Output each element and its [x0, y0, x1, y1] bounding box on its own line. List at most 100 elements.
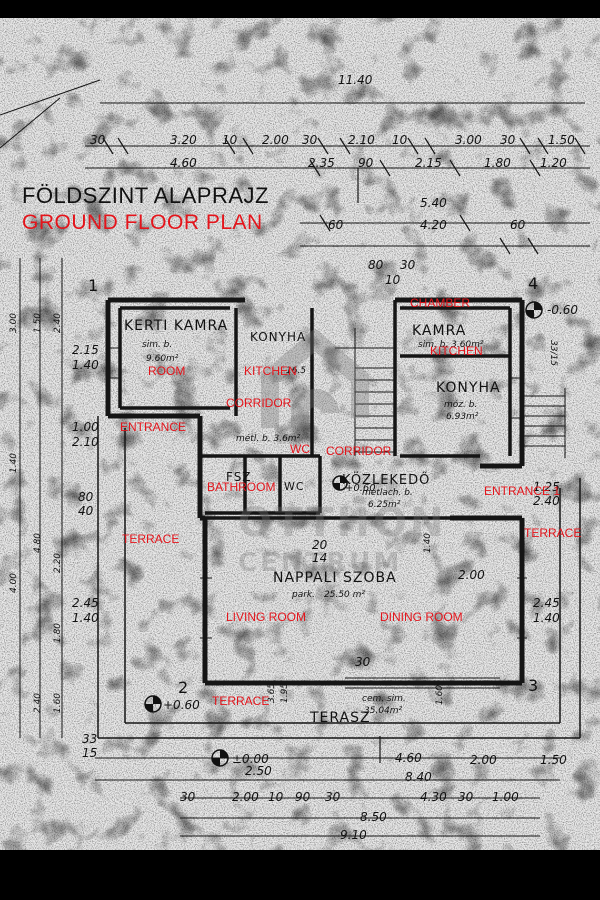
- dim-bottom-5: 30: [180, 790, 196, 804]
- label-terrace-bottom: TERRACE: [212, 694, 270, 708]
- dim-bottom-small-5: 1.60: [435, 684, 446, 706]
- dim-top-8: 3.00: [455, 133, 482, 147]
- dim-bottom-1: 4.60: [395, 751, 422, 765]
- dim-top-9: 30: [500, 133, 516, 147]
- dim-bottom-4: 8.40: [405, 770, 432, 784]
- dim-bottom-small-3: 1.95: [280, 682, 291, 704]
- label-kitchen-left: KITCHEN: [244, 364, 297, 378]
- hu-kozlekedo: KÖZLEKEDŐ: [342, 473, 431, 488]
- dim-left-v5: 4.80: [33, 532, 44, 554]
- diag-line: [0, 97, 61, 149]
- hu-terasz-area: 35.04m²: [364, 706, 403, 716]
- title-hungarian: FÖLDSZINT ALAPRAJZ: [22, 183, 269, 208]
- dim-left-2: 1.40: [72, 358, 99, 372]
- dim-top-r2-4: 2.15: [415, 156, 442, 170]
- dim-left-8: 1.40: [72, 611, 99, 625]
- watermark-house-icon: [261, 328, 369, 428]
- dim-left-v2: 1.50: [33, 312, 44, 334]
- hu-konyha-area: 16.5: [286, 366, 307, 376]
- dim-living-200: 2.00: [458, 568, 485, 582]
- plan-drawing: [0, 18, 600, 850]
- dim-top-r2-5: 1.80: [484, 156, 511, 170]
- dim-bottom-13: 8.50: [360, 810, 387, 824]
- dim-top-r2-3: 90: [358, 156, 374, 170]
- dim-living-14: 14: [312, 551, 328, 565]
- hu-nappali-area: 25.50 m²: [324, 590, 366, 600]
- dim-bottom-3: 1.50: [540, 753, 567, 767]
- dim-top-7: 10: [392, 133, 408, 147]
- terrace-outline: [97, 416, 581, 739]
- dim-top-10: 1.50: [548, 133, 575, 147]
- grid-mark-2: 2: [178, 678, 190, 697]
- plan-sheet: FÖLDSZINT ALAPRAJZ GROUND FLOOR PLAN OTT…: [0, 18, 600, 850]
- windows: [108, 347, 527, 689]
- label-room: ROOM: [148, 364, 186, 378]
- dim-right-4: 1.40: [533, 611, 560, 625]
- dim-bottom-2: 2.00: [470, 753, 497, 767]
- dim-left-v9: 2.40: [33, 692, 44, 714]
- dim-left-v4: 1.40: [9, 452, 20, 474]
- dim-bottom-8: 90: [295, 790, 311, 804]
- level-right-top: -0.60: [547, 303, 579, 317]
- hu-nappali-sub: park.: [292, 590, 316, 600]
- title-english: GROUND FLOOR PLAN: [22, 211, 263, 234]
- hu-kerti-area: 9.60m²: [146, 354, 179, 364]
- dim-top-r4-3: 10: [385, 273, 401, 287]
- dim-left-6: 40: [78, 504, 94, 518]
- watermark-line2: CENTRUM: [238, 548, 403, 578]
- watermark-line1: OTTHON: [238, 500, 447, 546]
- label-dining-room: DINING ROOM: [380, 610, 463, 624]
- dim-bottom-7: 10: [268, 790, 284, 804]
- hu-kamra: KAMRA: [412, 323, 467, 339]
- hu-terasz: TERASZ: [310, 710, 371, 726]
- dim-left-v10: 4.00: [9, 572, 20, 594]
- dim-left-3: 1.00: [72, 420, 99, 434]
- dim-right-1: 1.25: [533, 480, 560, 494]
- dim-right-2: 2.40: [533, 494, 560, 508]
- dim-top-r2-6: 1.20: [540, 156, 567, 170]
- dim-top-5: 30: [302, 133, 318, 147]
- label-bathroom: BATHROOM: [207, 480, 276, 494]
- dim-left-4: 2.10: [72, 435, 99, 449]
- dim-top-r4-4: 30: [400, 258, 416, 272]
- section-marker-a: [357, 168, 381, 763]
- grid-mark-1: 1: [88, 276, 100, 295]
- dim-bottom-small-1: 2.50: [245, 764, 272, 778]
- dim-top-r2-1: 4.60: [170, 156, 197, 170]
- hu-terasz-sub: cem. sim.: [362, 694, 406, 704]
- hu-konyha-right-sub: móz. b.: [444, 400, 478, 410]
- paper-blotches: [0, 18, 600, 850]
- dim-left-v3: 2.40: [53, 312, 64, 334]
- dim-left-v1: 3.00: [9, 312, 20, 334]
- level-markers: [144, 301, 543, 767]
- level-bottom: ±0.00: [232, 752, 269, 766]
- dim-top-r2-2: 2.35: [308, 156, 335, 170]
- label-living-room: LIVING ROOM: [226, 610, 307, 624]
- hu-fsz: FSZ: [226, 470, 252, 484]
- dim-top-2: 3.20: [170, 133, 197, 147]
- dim-left-v8: 1.60: [53, 692, 64, 714]
- dim-bottom-12: 1.00: [492, 790, 519, 804]
- dim-left-1: 2.15: [72, 343, 99, 357]
- hu-kamra-sub: sim. b. 3.60m²: [418, 340, 484, 350]
- hu-konyha-right: KONYHA: [436, 380, 501, 396]
- grid-mark-3: 3: [528, 676, 540, 695]
- label-terrace-left: TERRACE: [122, 532, 180, 546]
- stairs: [335, 328, 566, 458]
- dim-top-r4-1: 60: [328, 218, 344, 232]
- label-corridor-center: CORRIDOR: [326, 444, 392, 458]
- dim-bottom-small-4: 1.40: [423, 532, 434, 554]
- dim-left-7: 2.45: [72, 596, 99, 610]
- dim-left-v7: 1.80: [53, 622, 64, 644]
- hu-nappali: NAPPALI SZOBA: [273, 570, 397, 586]
- north-arrow-line: [0, 79, 101, 116]
- dim-bottom-11: 30: [458, 790, 474, 804]
- hu-wc: WC: [284, 480, 305, 493]
- dim-top-r4-2: 80: [368, 258, 384, 272]
- dim-top-4: 2.00: [262, 133, 289, 147]
- outer-walls: [105, 297, 525, 686]
- dim-right-5: 33/15: [547, 340, 558, 366]
- inner-walls: [118, 300, 512, 520]
- dim-top-6: 2.10: [348, 133, 375, 147]
